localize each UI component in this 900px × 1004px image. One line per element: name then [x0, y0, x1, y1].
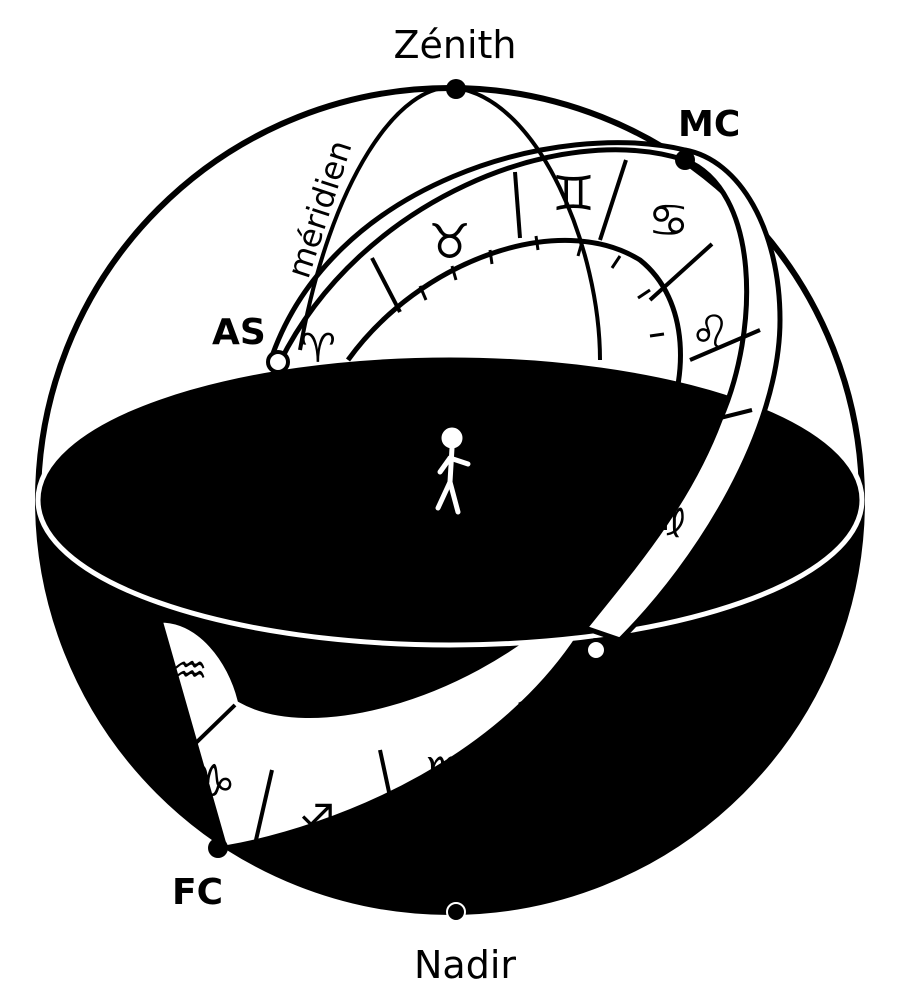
zenith-point — [446, 79, 466, 99]
degree-ticks — [418, 235, 665, 338]
ds-label: DS — [612, 676, 668, 717]
sign-sagittarius-glyph: ♐ — [296, 796, 335, 847]
nadir-label: Nadir — [414, 943, 516, 987]
lower-band-dividers — [166, 701, 552, 841]
sign-taurus-glyph: ♉ — [428, 214, 471, 270]
ecliptic-band-upper — [266, 140, 783, 643]
as-label: AS — [212, 312, 266, 353]
upper-band-dividers — [370, 159, 761, 432]
ds-point — [584, 638, 608, 662]
walking-person-icon — [435, 427, 471, 515]
sign-scorpio-glyph: ♏ — [426, 747, 467, 801]
sign-capricorn-glyph: ♑ — [196, 756, 235, 807]
as-point — [266, 350, 290, 374]
sign-cancer-glyph: ♋ — [648, 193, 689, 247]
sign-aries-glyph: ♈ — [300, 326, 336, 372]
fc-point — [208, 838, 228, 858]
mc-point — [675, 150, 695, 170]
sign-libra-glyph: ♎ — [548, 654, 584, 700]
sign-leo-glyph: ♌ — [690, 305, 731, 359]
zenith-label: Zénith — [393, 23, 516, 67]
sign-gemini-glyph: ♊ — [552, 166, 595, 222]
sign-virgo-glyph: ♍ — [650, 494, 686, 540]
sign-aquarius-glyph: ♒ — [172, 648, 208, 694]
nadir-point — [446, 902, 466, 922]
mc-label: MC — [678, 104, 740, 145]
fc-label: FC — [172, 872, 223, 913]
